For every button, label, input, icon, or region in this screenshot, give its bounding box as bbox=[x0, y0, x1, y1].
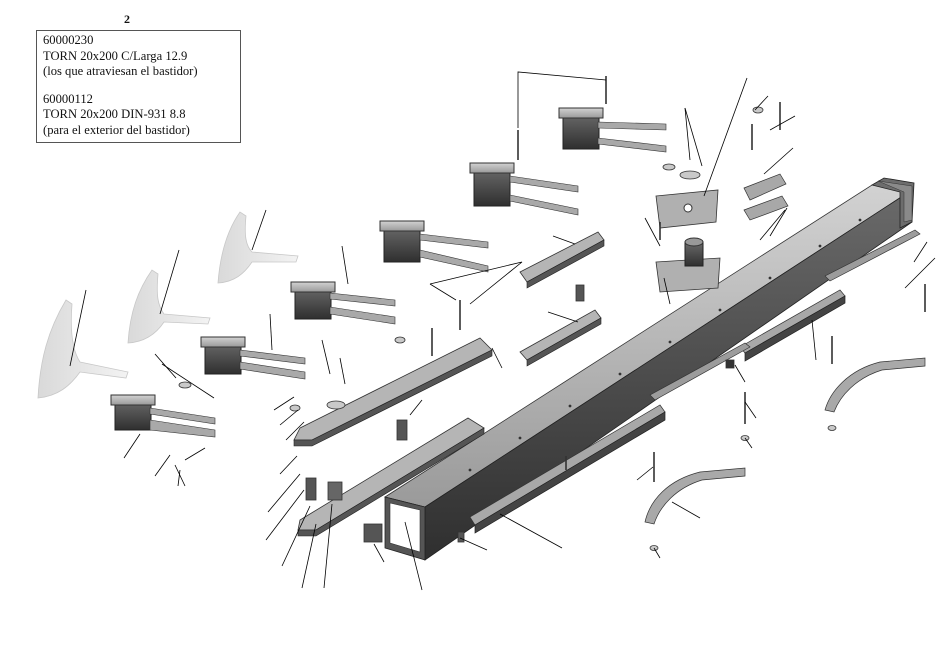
ghost-shank-2 bbox=[128, 270, 210, 343]
shank-holder-2 bbox=[201, 337, 305, 379]
clamp-bracket bbox=[744, 174, 788, 220]
ghost-shank-3 bbox=[218, 212, 298, 283]
center-mounting-plate-upper bbox=[520, 232, 604, 288]
bracket-plate-upper bbox=[656, 190, 718, 228]
shank-holder-6 bbox=[559, 108, 666, 152]
center-mounting-plate-lower bbox=[520, 310, 601, 366]
shank-holder-4 bbox=[380, 221, 488, 272]
ghost-shank-1 bbox=[38, 300, 128, 398]
curved-link-arm-right bbox=[825, 358, 925, 412]
shank-holder-5 bbox=[470, 163, 578, 215]
shank-holder-1 bbox=[111, 395, 215, 437]
shank-holder-3 bbox=[291, 282, 395, 324]
